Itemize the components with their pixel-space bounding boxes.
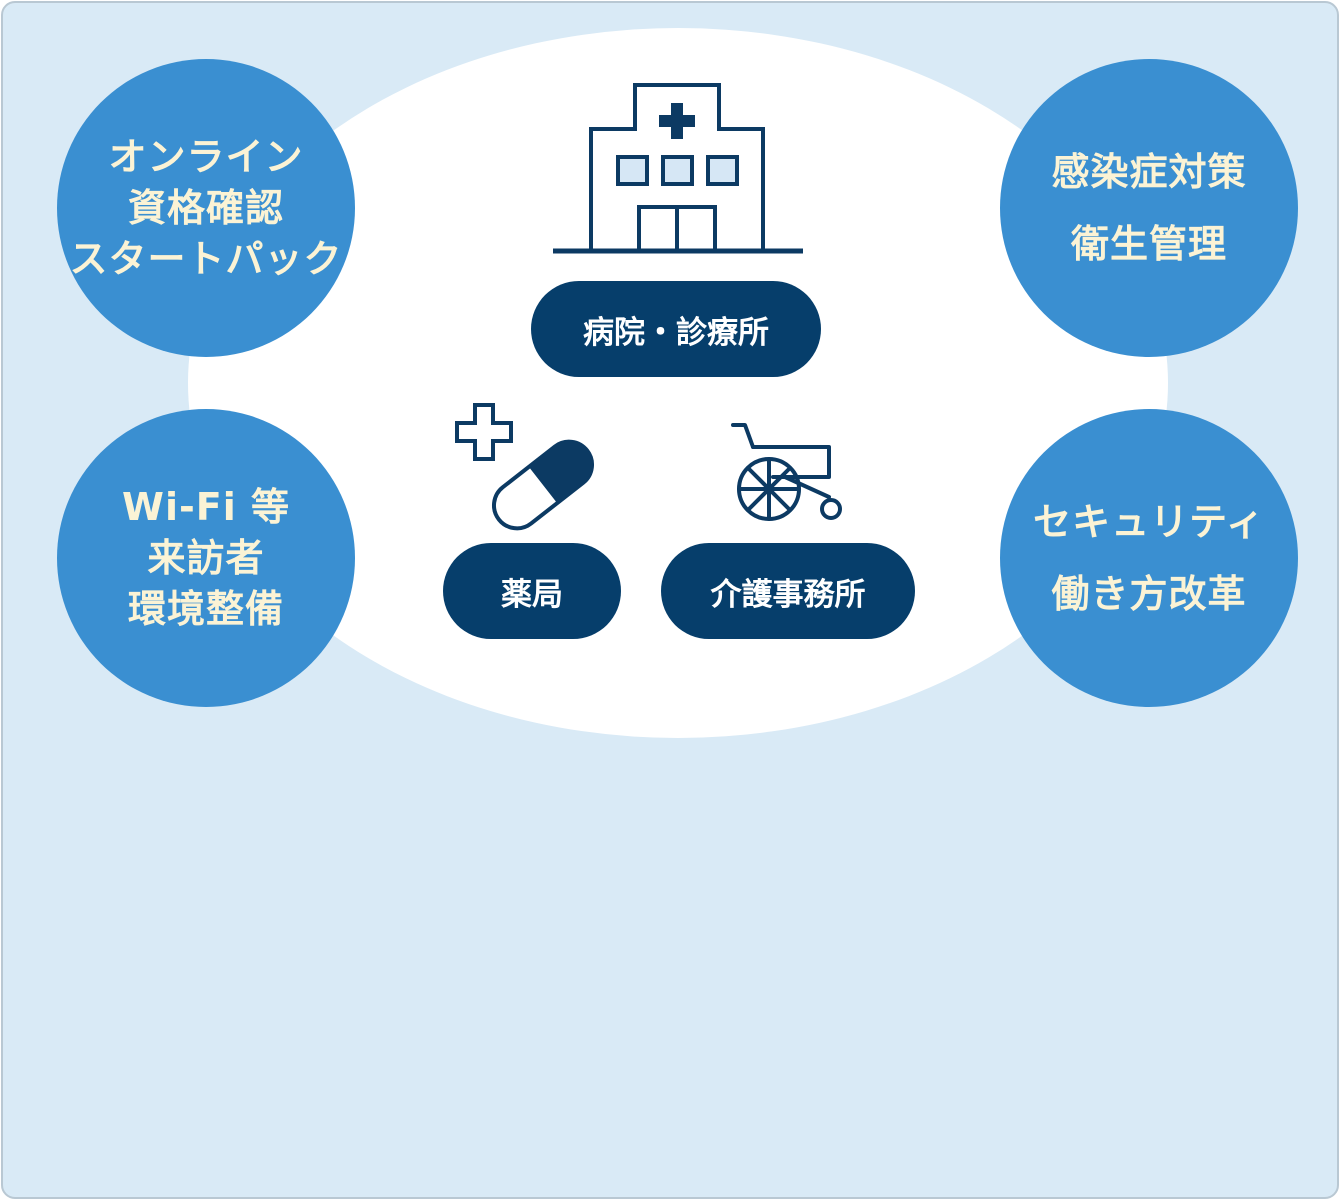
wheelchair-icon [731,423,842,521]
circle-text-line: セキュリティ [1033,500,1265,544]
security-workstyle-circle: セキュリティ 働き方改革 [1000,409,1298,707]
online-qualification-circle: オンライン 資格確認 スタートパック [57,59,355,357]
medical-cross-capsule-icon [455,403,595,531]
circle-text-line: 感染症対策 [1051,150,1247,194]
wifi-visitor-circle: Wi-Fi 等 来訪者 環境整備 [57,409,355,707]
circle-text-line: 来訪者 [147,535,265,580]
circle-text-line: 環境整備 [127,586,284,631]
circle-text-line: 資格確認 [127,185,284,230]
care-office-label: 介護事務所 [661,543,915,639]
hospital-clinic-label: 病院・診療所 [531,281,821,377]
hospital-building-icon [553,83,803,254]
circle-text-line: オンライン [108,134,304,179]
circle-text-line: 衛生管理 [1070,222,1227,266]
circle-text-line: 働き方改革 [1051,572,1247,616]
infection-control-circle: 感染症対策 衛生管理 [1000,59,1298,357]
pharmacy-label: 薬局 [443,543,621,639]
circle-text-line: Wi-Fi 等 [122,484,290,529]
circle-text-line: スタートパック [69,236,343,281]
